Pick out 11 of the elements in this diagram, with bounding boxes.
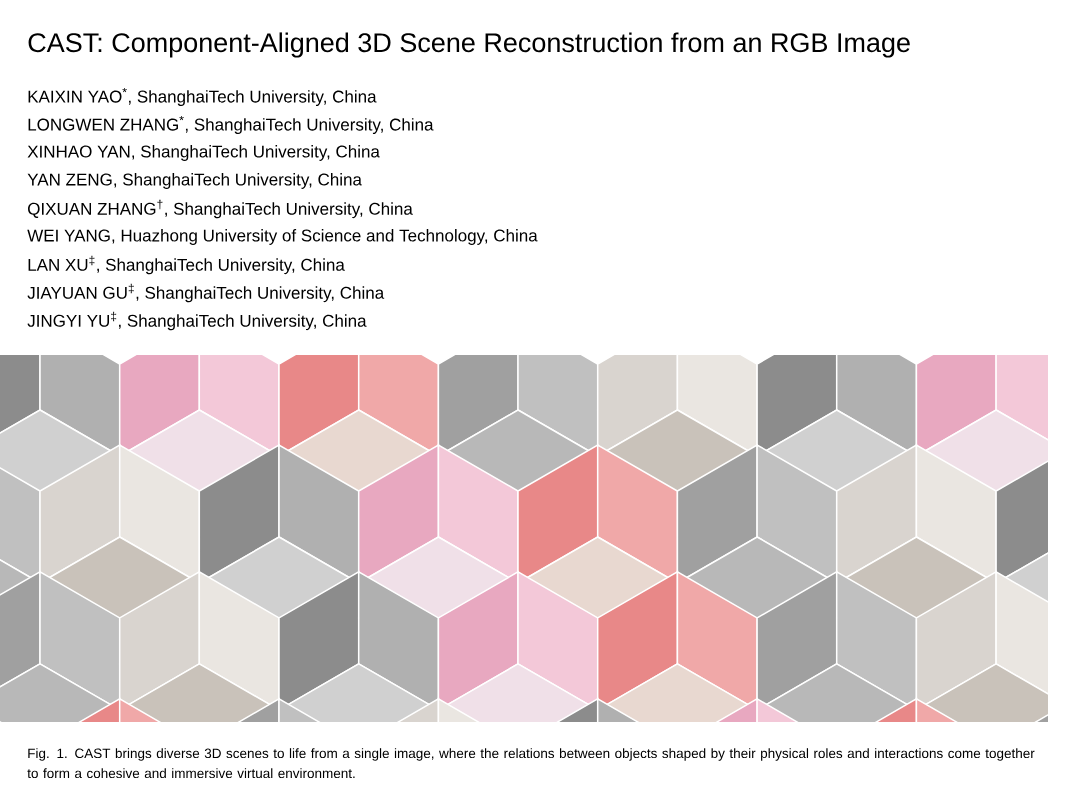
caption: Fig. 1. CAST brings diverse 3D scenes to life from a single image, where the relations between objects shaped by their physical roles and interactions come together to form a cohesive and immersive virtual environment.	[27, 748, 1035, 779]
author-line: QIXUAN ZHANG$^{†}$, ShanghaiTech University, China	[28, 199, 413, 219]
author-line: KAIXIN YAO$^{*}$, ShanghaiTech University, China	[28, 88, 377, 106]
author-line: JIAYUAN GU$^{‡}$, ShanghaiTech University, China	[27, 283, 385, 303]
author-line: YAN ZENG, ShanghaiTech University, China	[27, 173, 362, 189]
author-line: LAN XU$^{‡}$, ShanghaiTech University, China	[28, 255, 345, 275]
author-line: XINHAO YAN, ShanghaiTech University, China	[27, 145, 380, 161]
author-line: WEI YANG, Huazhong University of Science and Technology, China	[27, 229, 538, 245]
author-line: JINGYI YU$^{‡}$, ShanghaiTech University, China	[27, 311, 367, 331]
author-line: LONGWEN ZHANG$^{*}$, ShanghaiTech University, China	[28, 116, 434, 134]
title: CAST: Component-Aligned 3D Scene Reconstruction from an RGB Image	[28, 32, 910, 58]
